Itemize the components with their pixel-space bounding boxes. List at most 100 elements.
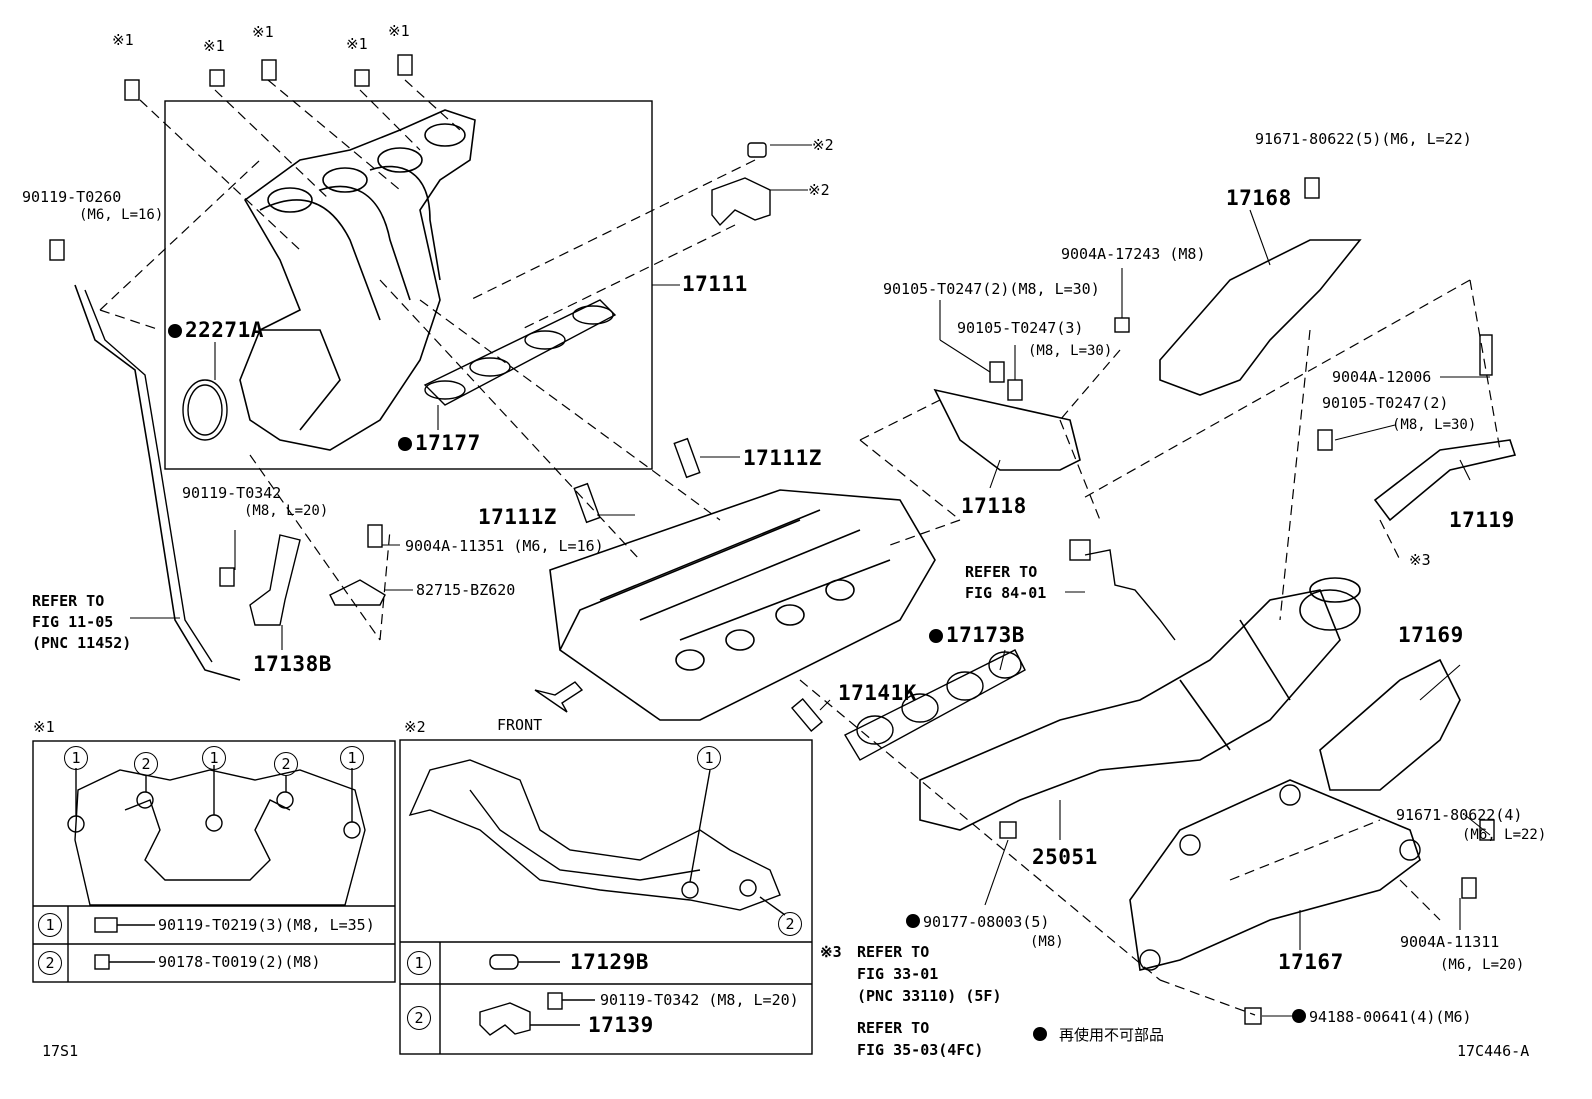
note-mark-1: ※1 [252, 23, 274, 41]
callout-90105-t0247-2[interactable]: 90105-T0247(2) [1322, 394, 1449, 412]
callout-9004a-11311[interactable]: 9004A-11311 [1400, 933, 1500, 951]
inset2-row-part[interactable]: 17139 [588, 1013, 654, 1037]
refer-note-line[interactable]: FIG 35-03(4FC) [857, 1041, 984, 1059]
diagram-code-left: 17S1 [42, 1042, 79, 1060]
callout-9004a-11351[interactable]: 9004A-11351 (M6, L=16) [405, 537, 604, 555]
gasket-17177 [423, 299, 617, 406]
callout-22271a[interactable]: 22271A [168, 318, 264, 342]
intake-manifold-frame [164, 100, 653, 470]
non-reusable-dot-icon [168, 324, 182, 338]
inset1-marker: 2 [274, 752, 298, 776]
bracket-82715 [329, 579, 386, 606]
refer-note-line: REFER TO [965, 563, 1038, 581]
callout-90119-t0260[interactable]: 90119-T0260 [22, 188, 122, 206]
exhaust-manifold-drawing [919, 577, 1361, 831]
bracket-17119 [1373, 439, 1517, 522]
refer-note-line: REFER TO [32, 592, 105, 610]
non-reusable-dot-icon [398, 437, 412, 451]
refer-note-line: REFER TO [857, 1019, 930, 1037]
callout-91671-80622-4[interactable]: 91671-80622(4) [1396, 806, 1523, 824]
inset1-row-part[interactable]: 90119-T0219(3)(M8, L=35) [158, 916, 375, 934]
inset1-marker: 1 [64, 746, 88, 770]
non-reusable-dot-icon [906, 914, 920, 928]
callout-spec: (M6, L=16) [79, 207, 164, 223]
note-mark-2: ※2 [808, 181, 830, 199]
refer-note-line[interactable]: FIG 11-05 [32, 613, 114, 631]
callout-17119[interactable]: 17119 [1449, 508, 1515, 532]
inset1-title: ※1 [33, 718, 55, 736]
intake-manifold-drawing [239, 109, 476, 451]
inset2-row-num: 1 [407, 951, 431, 975]
callout-spec: (M8) [1030, 934, 1064, 950]
callout-9004a-17243[interactable]: 9004A-17243 (M8) [1061, 245, 1206, 263]
refer-note-line[interactable]: FIG 33-01 [857, 965, 939, 983]
callout-90105-t0247-3[interactable]: 90105-T0247(3) [957, 319, 1084, 337]
inset1-marker: 1 [340, 746, 364, 770]
callout-82715-bz620[interactable]: 82715-BZ620 [416, 581, 516, 599]
callout-17111[interactable]: 17111 [682, 272, 748, 296]
front-label: FRONT [497, 716, 543, 734]
note-mark-1: ※1 [112, 31, 134, 49]
callout-91671-80622-5[interactable]: 91671-80622(5)(M6, L=22) [1255, 130, 1472, 148]
oxygen-sensor [1084, 549, 1176, 641]
inset2-row-num: 2 [407, 1006, 431, 1030]
gasket-17173b [844, 649, 1026, 761]
note-mark-2: ※2 [812, 136, 834, 154]
inset2-row-part[interactable]: 90119-T0342 (M8, L=20) [600, 991, 799, 1009]
inset2-row-part[interactable]: 17129B [570, 950, 649, 974]
legend-non-reusable: 再使用不可部品 [1033, 1026, 1164, 1044]
callout-90177-08003[interactable]: 90177-08003(5) [906, 913, 1049, 931]
callout-17173b[interactable]: 17173B [929, 623, 1025, 647]
callout-spec: (M8, L=30) [1392, 417, 1477, 433]
callout-17167[interactable]: 17167 [1278, 950, 1344, 974]
callout-17177[interactable]: 17177 [398, 431, 481, 455]
inset1-row-part[interactable]: 90178-T0019(2)(M8) [158, 953, 321, 971]
callout-90105-t0247-2[interactable]: 90105-T0247(2)(M8, L=30) [883, 280, 1100, 298]
refer-note-line: (PNC 11452) [32, 634, 132, 652]
callout-9004a-12006[interactable]: 9004A-12006 [1332, 368, 1432, 386]
callout-17118[interactable]: 17118 [961, 494, 1027, 518]
front-arrow [534, 681, 584, 713]
inset1-row-num: 1 [38, 913, 62, 937]
heat-shield-17168 [1159, 239, 1362, 396]
refer-note-line: (PNC 33110) (5F) [857, 987, 1002, 1005]
note-mark-1: ※1 [388, 22, 410, 40]
gasket-ring-22271a [182, 379, 228, 441]
callout-spec: (M6, L=22) [1462, 827, 1547, 843]
non-reusable-dot-icon [1033, 1027, 1047, 1041]
callout-17111z[interactable]: 17111Z [478, 505, 557, 529]
bracket-17139 [711, 177, 771, 227]
note-mark-3: ※3 [820, 943, 842, 961]
callout-17169[interactable]: 17169 [1398, 623, 1464, 647]
inset1-drawing [67, 765, 366, 970]
inset2-title: ※2 [404, 718, 426, 736]
callout-17138b[interactable]: 17138B [253, 652, 332, 676]
callout-94188-00641[interactable]: 94188-00641(4)(M6) [1292, 1008, 1472, 1026]
inset1-marker: 1 [202, 746, 226, 770]
callout-spec: (M8, L=20) [244, 503, 329, 519]
callout-17111z[interactable]: 17111Z [743, 446, 822, 470]
heat-shield-17169 [1319, 658, 1461, 791]
inset1-marker: 2 [134, 752, 158, 776]
non-reusable-dot-icon [1292, 1009, 1306, 1023]
diagram-code-right: 17C446-A [1457, 1042, 1530, 1060]
inset2-frame [399, 739, 813, 1055]
dashed-leaders [99, 79, 1501, 1016]
note-mark-1: ※1 [346, 35, 368, 53]
inset2-drawing [408, 759, 786, 1036]
callout-25051[interactable]: 25051 [1032, 845, 1098, 869]
solid-leaders [130, 144, 1491, 1017]
note-mark-3: ※3 [1409, 551, 1431, 569]
inset1-frame [32, 740, 396, 983]
callout-spec: (M8, L=30) [1028, 343, 1113, 359]
callout-17168[interactable]: 17168 [1226, 186, 1292, 210]
stay-17167 [1129, 779, 1421, 971]
dipstick-tube [74, 284, 241, 681]
refer-note-line: REFER TO [857, 943, 930, 961]
callout-17141k[interactable]: 17141K [838, 681, 917, 705]
callout-90119-t0342[interactable]: 90119-T0342 [182, 484, 282, 502]
inset2-marker: 1 [697, 746, 721, 770]
refer-note-line[interactable]: FIG 84-01 [965, 584, 1047, 602]
inset2-marker: 2 [778, 912, 802, 936]
